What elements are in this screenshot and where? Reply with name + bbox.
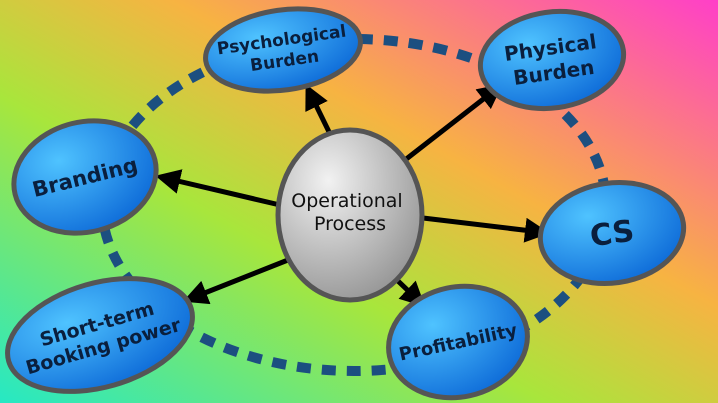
arrow-to-cs [420,215,550,243]
node-label-cs: CS [588,214,637,255]
arrows [155,83,550,307]
node-shape-psychological-burden [203,6,363,94]
arrow-to-short-term-booking-power [182,255,296,305]
node-label-line: CS [588,214,637,255]
node-shape-profitability [386,283,530,401]
center-label-line-1: Operational [291,190,402,212]
svg-text:Operational Process: Operational Process [291,190,409,235]
center-label-line-2: Process [314,213,386,235]
node-cs[interactable]: CS [534,173,691,292]
node-psychological-burden[interactable]: PsychologicalBurden [200,0,366,100]
node-shape-cs [537,179,687,287]
node-branding[interactable]: Branding [2,106,168,248]
arrow-to-physical-burden [402,83,503,163]
outer-nodes: PsychologicalBurden PhysicalBurdenBrandin… [0,0,691,403]
node-short-term-booking-power[interactable]: Short-termBooking power [0,259,206,403]
node-shape-physical-burden [477,8,627,112]
node-physical-burden[interactable]: PhysicalBurden [474,2,630,117]
center-node[interactable]: Operational Process [275,127,425,303]
node-shape-short-term-booking-power [5,276,195,394]
arrow-to-branding [155,169,283,208]
node-shape-branding [11,118,159,236]
node-profitability[interactable]: Profitability [378,274,538,403]
